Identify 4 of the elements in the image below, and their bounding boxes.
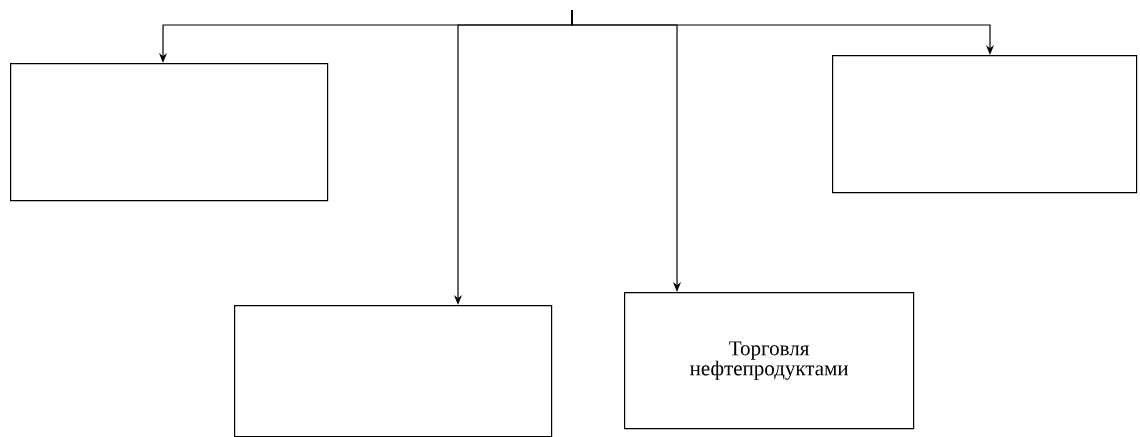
empty-box	[832, 55, 1138, 194]
text-box: Торговля нефтепродуктами	[624, 292, 915, 430]
empty-box	[10, 63, 329, 202]
empty-box	[234, 305, 553, 437]
